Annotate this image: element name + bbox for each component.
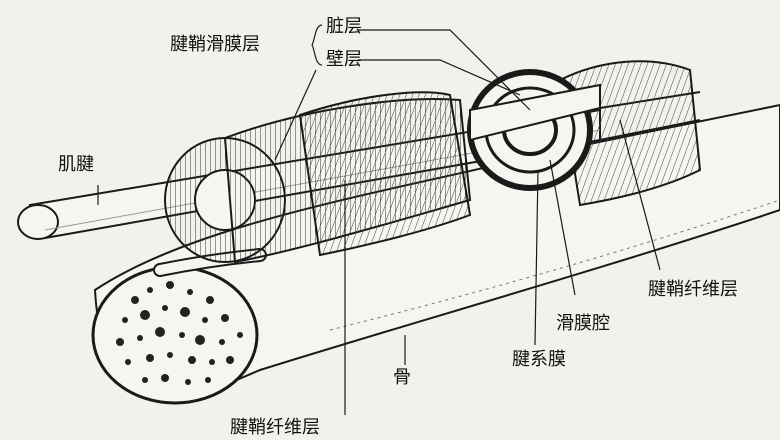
bone-shading (329, 199, 780, 331)
bone-cross-section (91, 265, 259, 405)
tendon-end (17, 204, 59, 240)
label-parietal-layer: 壁层 (326, 49, 362, 70)
label-synovial-layer: 腱鞘滑膜层 (170, 34, 260, 55)
label-fibrous-layer-bottom: 腱鞘纤维层 (230, 417, 320, 438)
fibrous-sheath-middle (298, 91, 472, 257)
label-fibrous-layer-right: 腱鞘纤维层 (648, 279, 738, 300)
bone-spongy-texture (116, 281, 243, 385)
label-tendon: 肌腱 (58, 154, 94, 175)
label-bone: 骨 (393, 367, 411, 388)
label-visceral-layer: 脏层 (326, 16, 362, 37)
leader-lines (97, 24, 661, 415)
label-synovial-cavity: 滑膜腔 (556, 313, 610, 334)
label-mesotendon: 腱系膜 (512, 349, 566, 370)
